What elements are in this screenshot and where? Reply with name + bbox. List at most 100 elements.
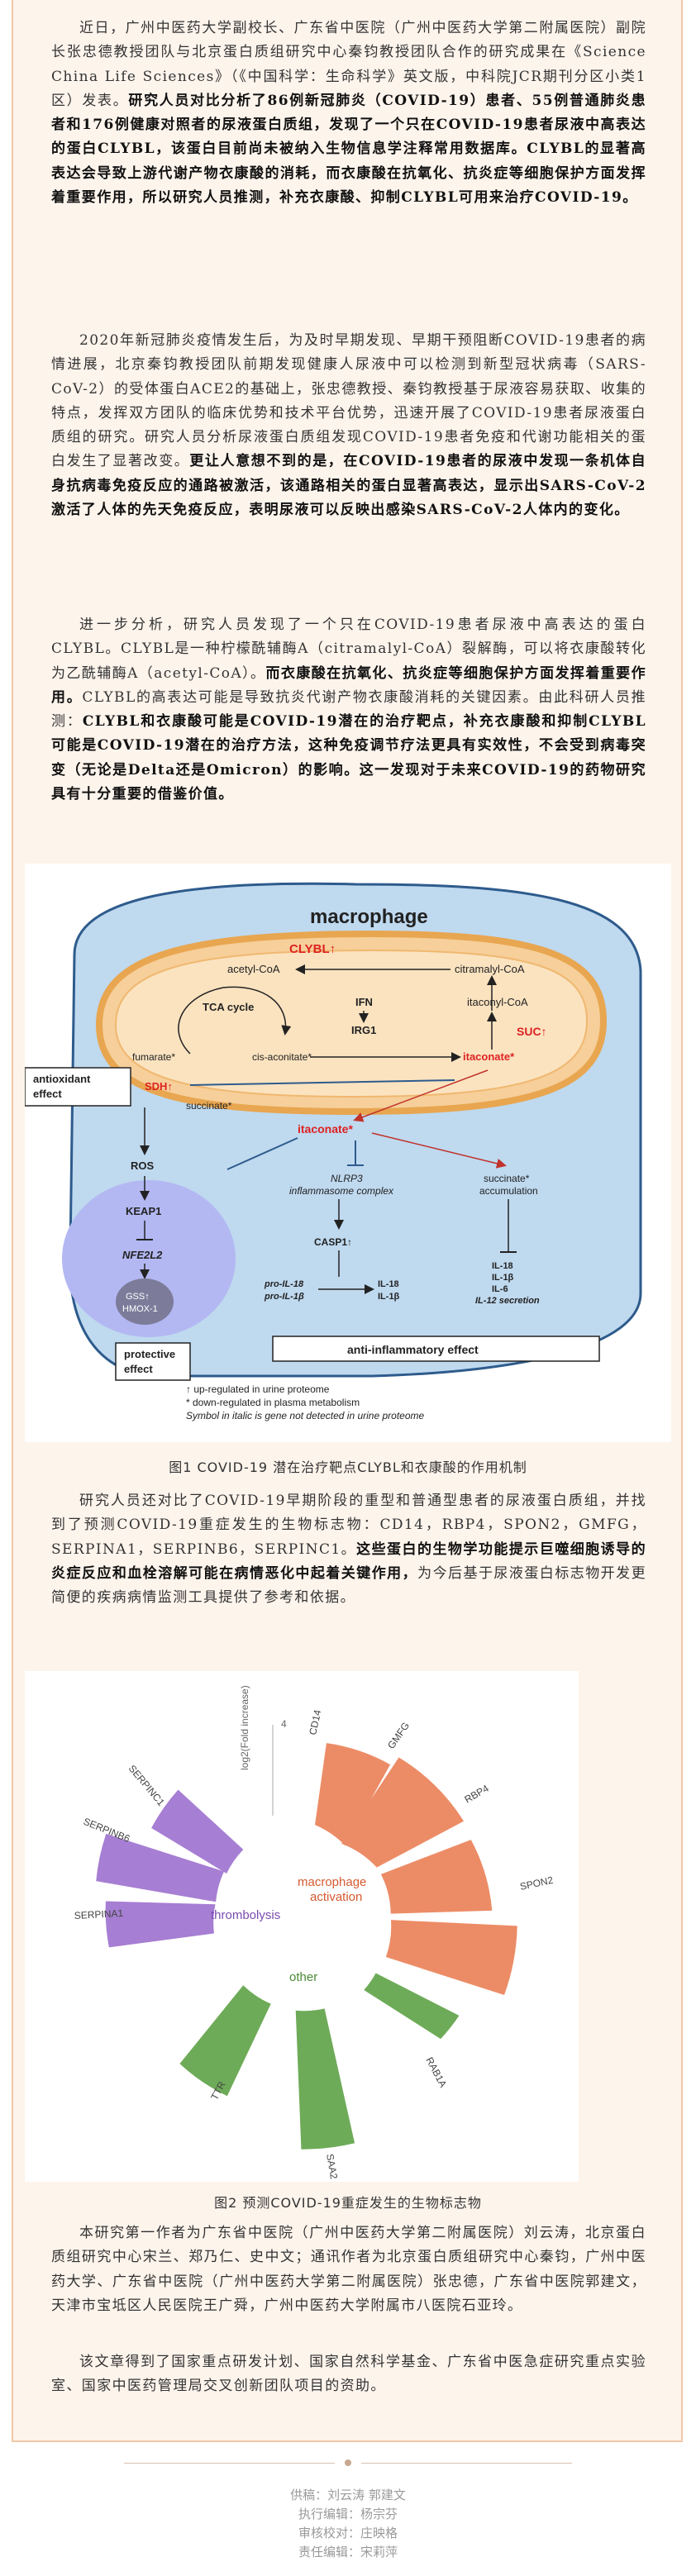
paragraph-text: 2020年新冠肺炎疫情发生后，为及时早期发现、早期干预阻断COVID-19患者的…: [51, 332, 646, 470]
paragraph-text: 该文章得到了国家重点研发计划、国家自然科学基金、广东省中医急症研究重点实验室、国…: [51, 2354, 646, 2395]
rbp4-bar: [380, 1840, 493, 1914]
sdh-label: SDH↑: [145, 1080, 173, 1093]
figure-2-biomarker-chart: log2(Fold increase) 4 macrophage activat…: [25, 1671, 579, 2182]
effect-label: effect: [33, 1088, 62, 1100]
itaconate-mito-label: itaconate*: [463, 1050, 515, 1063]
suc-label: SUC↑: [517, 1025, 547, 1038]
succinate-mito-label: succinate*: [186, 1100, 232, 1112]
paragraph-bold: CLYBL和衣康酸可能是COVID-19潜在的治疗靶点，补充衣康酸和抑制CLYB…: [51, 713, 646, 803]
fumarate-label: fumarate*: [132, 1051, 175, 1063]
marker-spon2: SPON2: [519, 1874, 555, 1893]
cis-aconitate-label: cis-aconitate*: [252, 1051, 312, 1063]
hmox1-label: HMOX-1: [122, 1304, 158, 1314]
nlrp3-label: NLRP3: [331, 1173, 363, 1184]
paragraph-text: 近日，广州中医药大学副校长、广东省中医院（广州中医药大学第二附属医院）副院长张忠…: [51, 20, 646, 109]
macrophage-group-label: macrophage: [298, 1875, 366, 1889]
mechanism-diagram-svg: macrophage CLYBL↑ acetyl-CoA citramalyl-…: [24, 882, 642, 1421]
figure-1-caption: 图1 COVID-19 潜在治疗靶点CLYBL和衣康酸的作用机制: [169, 1459, 527, 1475]
il1b-mid-label: IL-1β: [378, 1292, 400, 1302]
legend-up: ↑ up-regulated in urine proteome: [186, 1383, 330, 1395]
paragraph-2: 2020年新冠肺炎疫情发生后，为及时早期发现、早期干预阻断COVID-19患者的…: [51, 329, 646, 522]
marker-gmfg: GMFG: [385, 1720, 412, 1751]
paragraph-3: 进一步分析，研究人员发现了一个只在COVID-19患者尿液中高表达的蛋白CLYB…: [51, 613, 646, 807]
legend-down: * down-regulated in plasma metabolism: [186, 1397, 360, 1408]
paragraph-6: 该文章得到了国家重点研发计划、国家自然科学基金、广东省中医急症研究重点实验室、国…: [51, 2350, 646, 2399]
irg1-label: IRG1: [351, 1024, 376, 1036]
paragraph-bold: 更让人意想不到的是，在COVID-19患者的尿液中发现一条机体自身抗病毒免疫反应…: [51, 453, 646, 519]
marker-serpinc1: SERPINC1: [126, 1763, 168, 1808]
credit-chief-editor: 责任编辑：宋莉萍: [298, 2545, 398, 2559]
il1b-right-label: IL-1β: [492, 1273, 514, 1283]
serpinb6-bar: [96, 1833, 225, 1902]
nfe2l2-label: NFE2L2: [122, 1249, 163, 1261]
citramalyl-coa-label: citramalyl-CoA: [455, 963, 525, 975]
il18-right-label: IL-18: [492, 1261, 513, 1271]
other-group-label: other: [289, 1970, 317, 1984]
anti-inflammatory-box: [272, 1336, 600, 1362]
axis-tick-4: 4: [281, 1718, 287, 1730]
rab1a-bar: [364, 1973, 460, 2040]
paragraph-bold: 研究人员对比分析了86例新冠肺炎（COVID-19）患者、55例普通肺炎患者和1…: [51, 92, 646, 207]
marker-cd14: CD14: [307, 1708, 323, 1736]
biomarker-radial-svg: log2(Fold increase) 4 macrophage activat…: [74, 1685, 555, 2180]
keap1-label: KEAP1: [126, 1205, 161, 1217]
antioxidant-box: [24, 1067, 131, 1107]
saa2-bar: [295, 2008, 355, 2150]
casp1-label: CASP1↑: [314, 1236, 352, 1248]
itaconyl-coa-label: itaconyl-CoA: [467, 996, 528, 1008]
antioxidant-label: antioxidant: [33, 1073, 91, 1085]
accumulation-label: accumulation: [479, 1185, 538, 1197]
serpina1-bar: [105, 1901, 216, 1948]
paragraph-5: 本研究第一作者为广东省中医院（广州中医药大学第二附属医院）刘云涛，北京蛋白质组研…: [51, 2221, 646, 2318]
activation-group-label: activation: [310, 1890, 362, 1904]
credits: 供稿：刘云涛 郭建文 执行编辑：杨宗芬 审核校对：庄映格 责任编辑：宋莉萍: [0, 2486, 696, 2562]
anti-inflammatory-label: anti-inflammatory effect: [347, 1343, 479, 1356]
tca-cycle-label: TCA cycle: [203, 1001, 254, 1013]
protective-effect-label: effect: [124, 1363, 153, 1375]
credit-provider: 供稿：刘云涛 郭建文: [290, 2488, 406, 2502]
figure-2-caption: 图2 预测COVID-19重症发生的生物标志物: [214, 2195, 482, 2211]
credit-editor: 执行编辑：杨宗芬: [298, 2507, 398, 2521]
thrombolysis-group-label: thrombolysis: [211, 1908, 280, 1922]
marker-saa2: SAA2: [324, 2153, 340, 2180]
marker-rab1a: RAB1A: [423, 2055, 449, 2089]
cd14-bar: [315, 1743, 391, 1846]
paragraph-text: 研究人员还对比了COVID-19早期阶段的重型和普通型患者的尿液蛋白质组，并找到…: [51, 1493, 646, 1558]
thrombolysis-group: [96, 1789, 244, 1948]
marker-rbp4: RBP4: [463, 1783, 491, 1806]
ros-label: ROS: [131, 1159, 155, 1172]
il12-right-label: IL-12 secretion: [475, 1296, 540, 1306]
itaconate-label: itaconate*: [298, 1122, 353, 1136]
marker-serpina1: SERPINA1: [74, 1907, 123, 1921]
succinate-acc-label: succinate*: [484, 1173, 530, 1184]
gene-nucleus: [116, 1278, 174, 1325]
credit-reviewer: 审核校对：庄映格: [298, 2526, 398, 2540]
macrophage-label: macrophage: [310, 906, 428, 928]
clybl-label: CLYBL↑: [289, 942, 336, 956]
protective-label: protective: [124, 1348, 175, 1360]
paragraph-1: 近日，广州中医药大学副校长、广东省中医院（广州中医药大学第二附属医院）副院长张忠…: [51, 17, 646, 210]
paragraph-text: CLYBL的高表达可能是导致抗炎代谢产物衣康酸消耗的关键因素。由此科研人员推测：: [51, 688, 646, 731]
paragraph-4: 研究人员还对比了COVID-19早期阶段的重型和普通型患者的尿液蛋白质组，并找到…: [51, 1489, 646, 1610]
paragraph-bold: 这些蛋白的生物学功能提示巨噬细胞诱导的炎症反应和血栓溶解可能在病情恶化中起着关键…: [51, 1540, 646, 1582]
footer-divider-left: [124, 2463, 335, 2464]
gmfg-bar: [341, 1757, 465, 1868]
nucleus-area: [62, 1180, 236, 1337]
acetyl-coa-label: acetyl-CoA: [227, 963, 280, 975]
pro-il18-label: pro-IL-18: [264, 1279, 304, 1289]
gss-label: GSS↑: [126, 1292, 150, 1302]
footer-divider-right: [361, 2463, 572, 2464]
ttr-bar: [179, 1985, 271, 2097]
ifn-label: IFN: [355, 996, 373, 1008]
axis-label: log2(Fold increase): [239, 1685, 250, 1770]
protective-effect-box: [115, 1342, 191, 1381]
il6-right-label: IL-6: [492, 1284, 508, 1294]
spon2-bar: [385, 1920, 517, 1996]
macrophage-activation-group: [315, 1743, 517, 1996]
paragraph-text: 为今后基于尿液蛋白标志物开发更简便的疾病病情监测工具提供了参考和依据。: [51, 1564, 646, 1607]
paragraph-text: 进一步分析，研究人员发现了一个只在COVID-19患者尿液中高表达的蛋白CLYB…: [51, 617, 646, 682]
paragraph-text: 本研究第一作者为广东省中医院（广州中医药大学第二附属医院）刘云涛，北京蛋白质组研…: [51, 2225, 646, 2314]
serpinc1-bar: [151, 1789, 244, 1874]
footer-divider-dot: [345, 2459, 351, 2466]
legend-italic: Symbol in italic is gene not detected in…: [186, 1410, 424, 1421]
